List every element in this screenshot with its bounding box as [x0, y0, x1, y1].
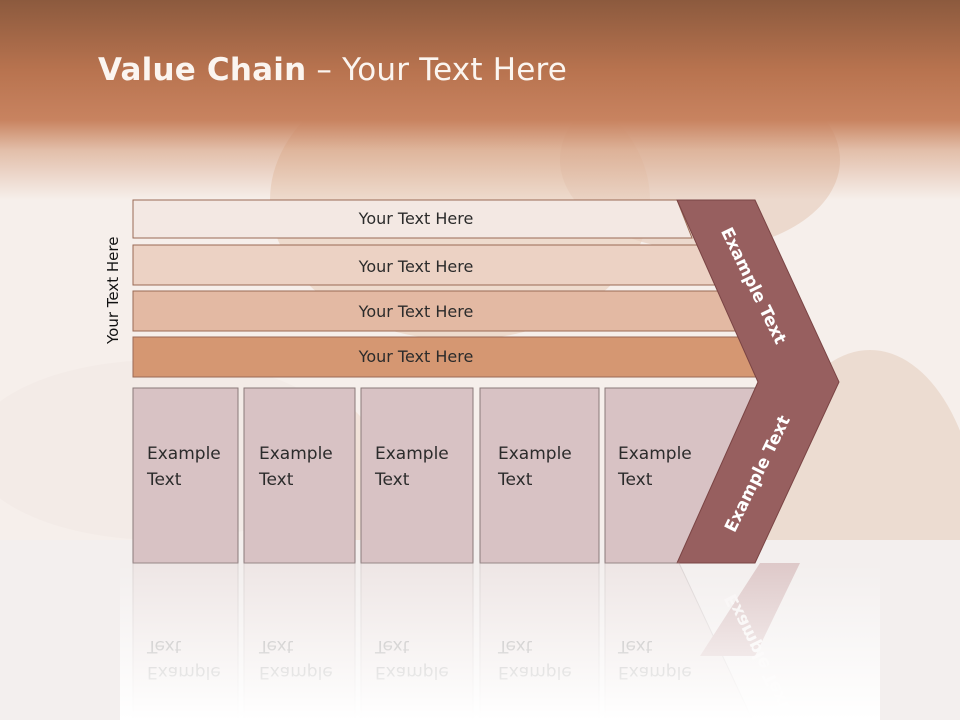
chevron-shape: [676, 199, 840, 564]
box-3-line1: Example: [375, 444, 449, 464]
box-3-line2: Text: [374, 470, 410, 490]
box-1-shape: [132, 387, 239, 564]
row-1: Your Text Here: [132, 199, 693, 239]
chevron-arrow: Example Text Example Text: [676, 199, 840, 564]
row-3: Your Text Here: [132, 290, 741, 332]
box-2-line1: Example: [259, 444, 333, 464]
box-2: Example Text: [243, 387, 356, 564]
box-1: Example Text: [132, 387, 239, 564]
row-1-shape: [132, 199, 693, 239]
title-bold: Value Chain: [98, 52, 307, 88]
reflection-fade: [120, 563, 880, 720]
box-2-shape: [243, 387, 356, 564]
box-4: Example Text: [479, 387, 600, 564]
box-5-line2: Text: [617, 470, 653, 490]
box-1-line2: Text: [146, 470, 182, 490]
box-2-line2: Text: [258, 470, 294, 490]
row-2-label: Your Text Here: [358, 257, 474, 276]
box-5: Example Text: [604, 387, 762, 564]
box-3: Example Text: [360, 387, 474, 564]
page-title: Value Chain – Your Text Here: [98, 52, 567, 88]
header-band: [0, 0, 960, 200]
row-4-label: Your Text Here: [358, 347, 474, 366]
box-1-line1: Example: [147, 444, 221, 464]
title-rest: – Your Text Here: [306, 52, 568, 88]
row-2: Your Text Here: [132, 244, 718, 286]
box-4-shape: [479, 387, 600, 564]
side-label: Your Text Here: [104, 236, 122, 344]
box-4-line2: Text: [497, 470, 533, 490]
box-5-line1: Example: [618, 444, 692, 464]
box-4-line1: Example: [498, 444, 572, 464]
row-4: Your Text Here: [132, 336, 764, 378]
row-1-label: Your Text Here: [358, 209, 474, 228]
row-3-label: Your Text Here: [358, 302, 474, 321]
